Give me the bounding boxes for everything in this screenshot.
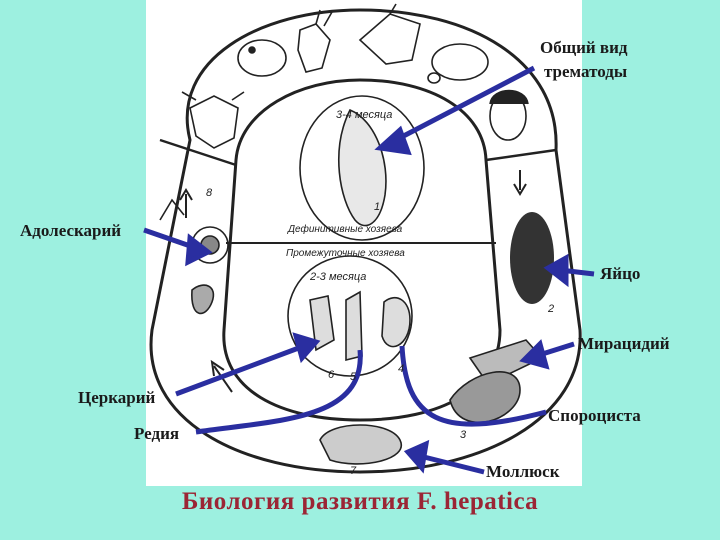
cow-icon <box>181 91 245 149</box>
larvae-drawing <box>287 255 413 377</box>
pointer-miracidium-head <box>519 339 550 370</box>
pointer-mollusk-head <box>403 439 430 474</box>
label-adolescaria: Адолескарий <box>20 221 122 240</box>
diagram-title: Биология развития F. hepatica <box>181 488 539 515</box>
pointer-egg-head <box>543 253 569 288</box>
inner-ring <box>222 78 502 422</box>
pointer-general-view <box>390 65 536 145</box>
label-mollusk: Моллюск <box>486 462 560 481</box>
intermediate-hosts-text: Промежуточные хозяева <box>286 248 405 259</box>
label-miracidium: Мирацидий <box>578 334 670 353</box>
horse-icon <box>358 3 421 65</box>
goat-icon <box>297 9 333 73</box>
stage-number-1: 1 <box>374 201 380 213</box>
outer-ring <box>149 8 582 474</box>
pointer-adolescaria-head <box>185 233 213 267</box>
adult-fluke-drawing <box>299 95 425 241</box>
label-redia: Редия <box>134 424 180 443</box>
label-sporocyst: Спороциста <box>548 406 641 425</box>
stage-number-5: 5 <box>350 371 357 383</box>
egg-drawing <box>510 212 554 304</box>
ring-divider-left <box>159 138 237 167</box>
definitive-hosts-text: Дефинитивные хозяева <box>287 223 403 235</box>
pointer-sporocyst <box>399 345 547 427</box>
months-top-text: 3-4 месяца <box>336 109 392 121</box>
months-bottom-text: 2-3 месяца <box>309 271 366 283</box>
stage-number-6: 6 <box>328 369 335 381</box>
stage-number-8: 8 <box>206 187 213 199</box>
human-head-icon <box>489 89 529 141</box>
ring-divider-right <box>485 148 557 162</box>
pointer-redia <box>195 349 363 435</box>
label-general-view-2: трематоды <box>544 62 628 81</box>
stage-number-2: 2 <box>547 303 554 315</box>
stage-number-7: 7 <box>350 465 357 477</box>
cercaria-drawing <box>191 284 215 315</box>
pointer-mollusk <box>419 453 485 475</box>
pig-icon <box>427 43 489 84</box>
label-general-view: Общий вид <box>540 38 628 57</box>
mollusk-drawing <box>319 424 403 465</box>
sporocyst-drawing <box>449 371 521 424</box>
stage-number-4: 4 <box>398 363 404 375</box>
pointer-cercaria-head <box>292 332 321 364</box>
label-egg: Яйцо <box>600 264 641 283</box>
sheep-icon <box>237 39 287 77</box>
stage-number-3: 3 <box>460 429 467 441</box>
pointer-general-view-head <box>374 125 412 156</box>
label-cercaria: Церкарий <box>78 388 156 407</box>
pointer-cercaria <box>175 343 305 397</box>
